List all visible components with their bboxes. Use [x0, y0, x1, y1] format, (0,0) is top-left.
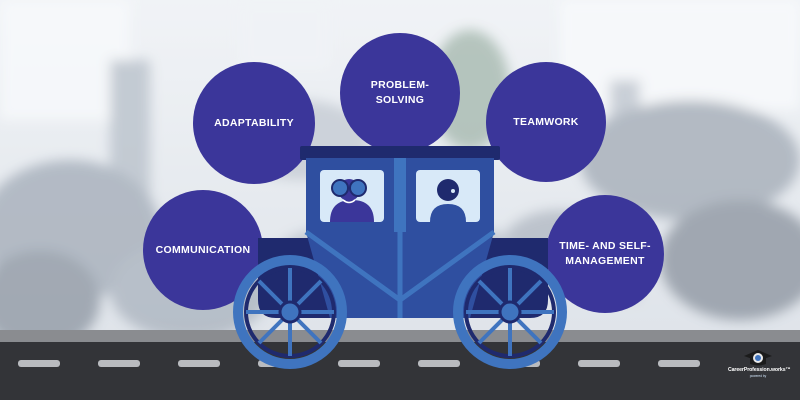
skill-label: TIME- AND SELF- MANAGEMENT	[559, 240, 651, 267]
skill-time-self-management-circle: TIME- AND SELF- MANAGEMENT	[546, 195, 664, 313]
skill-teamwork-circle: TEAMWORK	[486, 62, 606, 182]
skill-label: PROBLEM- SOLVING	[370, 79, 430, 106]
skill-label: ADAPTABILITY	[214, 116, 294, 129]
skill-adaptability-circle: ADAPTABILITY	[193, 62, 315, 184]
left-wheel	[233, 255, 347, 369]
skill-label: TEAMWORK	[513, 115, 579, 128]
right-wheel	[453, 255, 567, 369]
binoculars-person-icon	[330, 179, 374, 222]
graduation-cap-icon	[744, 350, 772, 366]
skill-label: COMMUNICATION	[155, 243, 251, 256]
logo-tagline: powered by	[749, 374, 767, 378]
skill-problem-solving-circle: PROBLEM- SOLVING	[340, 33, 460, 153]
logo-name: CareerProfession.works™	[728, 367, 791, 373]
person-icon	[430, 179, 466, 222]
careerprofession-logo: CareerProfession.works™ powered by	[728, 348, 791, 396]
